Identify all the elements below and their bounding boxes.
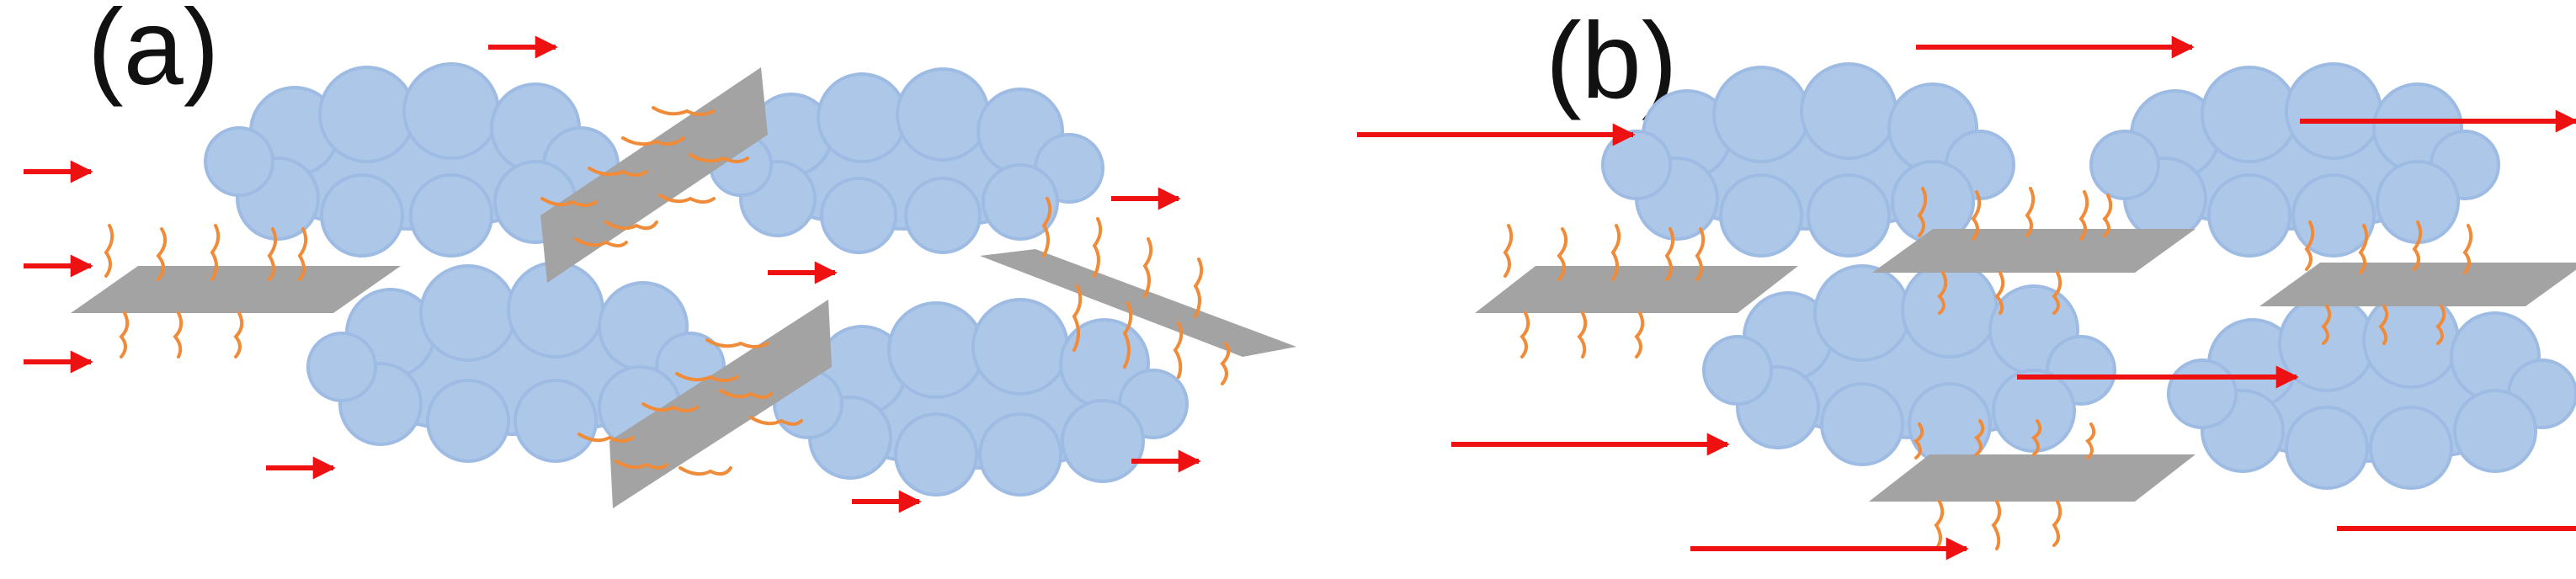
flow-arrows xyxy=(1357,35,2576,560)
panel-label-b: (b) xyxy=(1546,1,1677,121)
cloud xyxy=(709,67,1104,254)
graphene-sheet xyxy=(980,249,1296,357)
polymer-chains xyxy=(104,106,1231,476)
cloud xyxy=(204,62,620,258)
graphene-sheet xyxy=(1872,229,2195,273)
flow-arrows xyxy=(24,35,1201,513)
graphene-sheet xyxy=(2259,263,2576,306)
cloud xyxy=(1702,261,2116,466)
graphene-sheet xyxy=(540,67,768,283)
graphene-sheet xyxy=(71,266,401,313)
graphene-sheet xyxy=(1475,266,1798,313)
cloud xyxy=(2167,291,2576,490)
cloud xyxy=(1601,62,2015,258)
polymer-chains xyxy=(1503,187,2473,550)
cloud xyxy=(306,261,726,463)
panel-b xyxy=(1357,35,2576,560)
panel-label-a: (a) xyxy=(88,0,219,108)
cloud xyxy=(773,298,1189,497)
cloud xyxy=(2089,62,2500,258)
graphene-sheet xyxy=(609,300,832,508)
graphene-sheet xyxy=(1869,454,2195,502)
panel-a xyxy=(24,35,1296,513)
